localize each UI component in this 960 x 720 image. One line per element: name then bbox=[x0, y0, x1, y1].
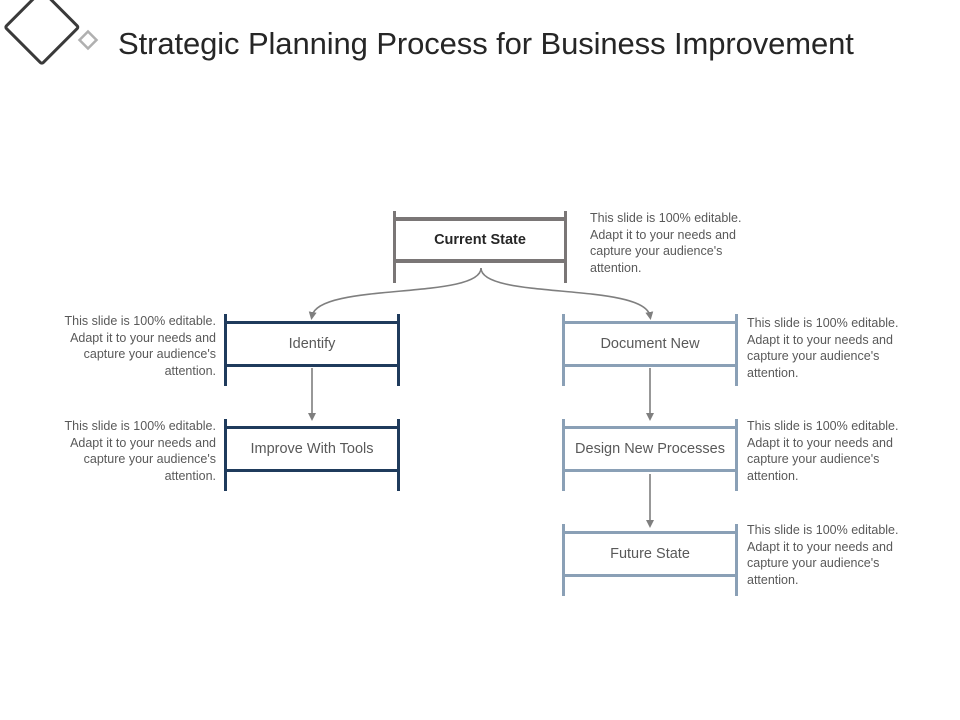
node-identify: Identify bbox=[224, 314, 400, 386]
connector-current-to-identify bbox=[308, 267, 482, 320]
connector-current-to-document bbox=[480, 267, 654, 320]
node-improve-with-tools-label: Improve With Tools bbox=[250, 441, 374, 457]
node-bracket-left bbox=[224, 419, 227, 491]
node-bracket-left bbox=[562, 314, 565, 386]
note-document-new: This slide is 100% editable. Adapt it to… bbox=[747, 316, 899, 380]
node-bracket-right bbox=[397, 419, 400, 491]
title-decoration bbox=[4, 0, 99, 65]
node-design-new-processes-label: Design New Processes bbox=[575, 441, 725, 457]
page-title: Strategic Planning Process for Business … bbox=[118, 26, 854, 61]
node-bracket-left bbox=[393, 211, 396, 283]
note-design-new-processes: This slide is 100% editable. Adapt it to… bbox=[747, 419, 899, 483]
node-bracket-left bbox=[224, 314, 227, 386]
node-bracket-right bbox=[564, 211, 567, 283]
node-improve-with-tools: Improve With Tools bbox=[224, 419, 400, 491]
node-identify-label: Identify bbox=[288, 336, 336, 352]
note-current-state: This slide is 100% editable. Adapt it to… bbox=[590, 211, 742, 275]
node-document-new-label: Document New bbox=[600, 336, 700, 352]
node-bracket-left bbox=[562, 524, 565, 596]
small-diamond-icon bbox=[77, 29, 99, 51]
node-current-state-label: Current State bbox=[434, 232, 526, 248]
note-improve-with-tools: This slide is 100% editable. Adapt it to… bbox=[64, 419, 216, 483]
node-bracket-right bbox=[397, 314, 400, 386]
node-bracket-right bbox=[735, 314, 738, 386]
node-current-state: Current State bbox=[393, 211, 567, 283]
diamond-outline-icon bbox=[4, 0, 80, 65]
note-future-state: This slide is 100% editable. Adapt it to… bbox=[747, 523, 899, 587]
node-bracket-right bbox=[735, 524, 738, 596]
node-bracket-left bbox=[562, 419, 565, 491]
node-document-new: Document New bbox=[562, 314, 738, 386]
node-future-state-label: Future State bbox=[610, 546, 690, 562]
node-bracket-right bbox=[735, 419, 738, 491]
node-future-state: Future State bbox=[562, 524, 738, 596]
node-design-new-processes: Design New Processes bbox=[562, 419, 738, 491]
note-identify: This slide is 100% editable. Adapt it to… bbox=[64, 314, 216, 378]
